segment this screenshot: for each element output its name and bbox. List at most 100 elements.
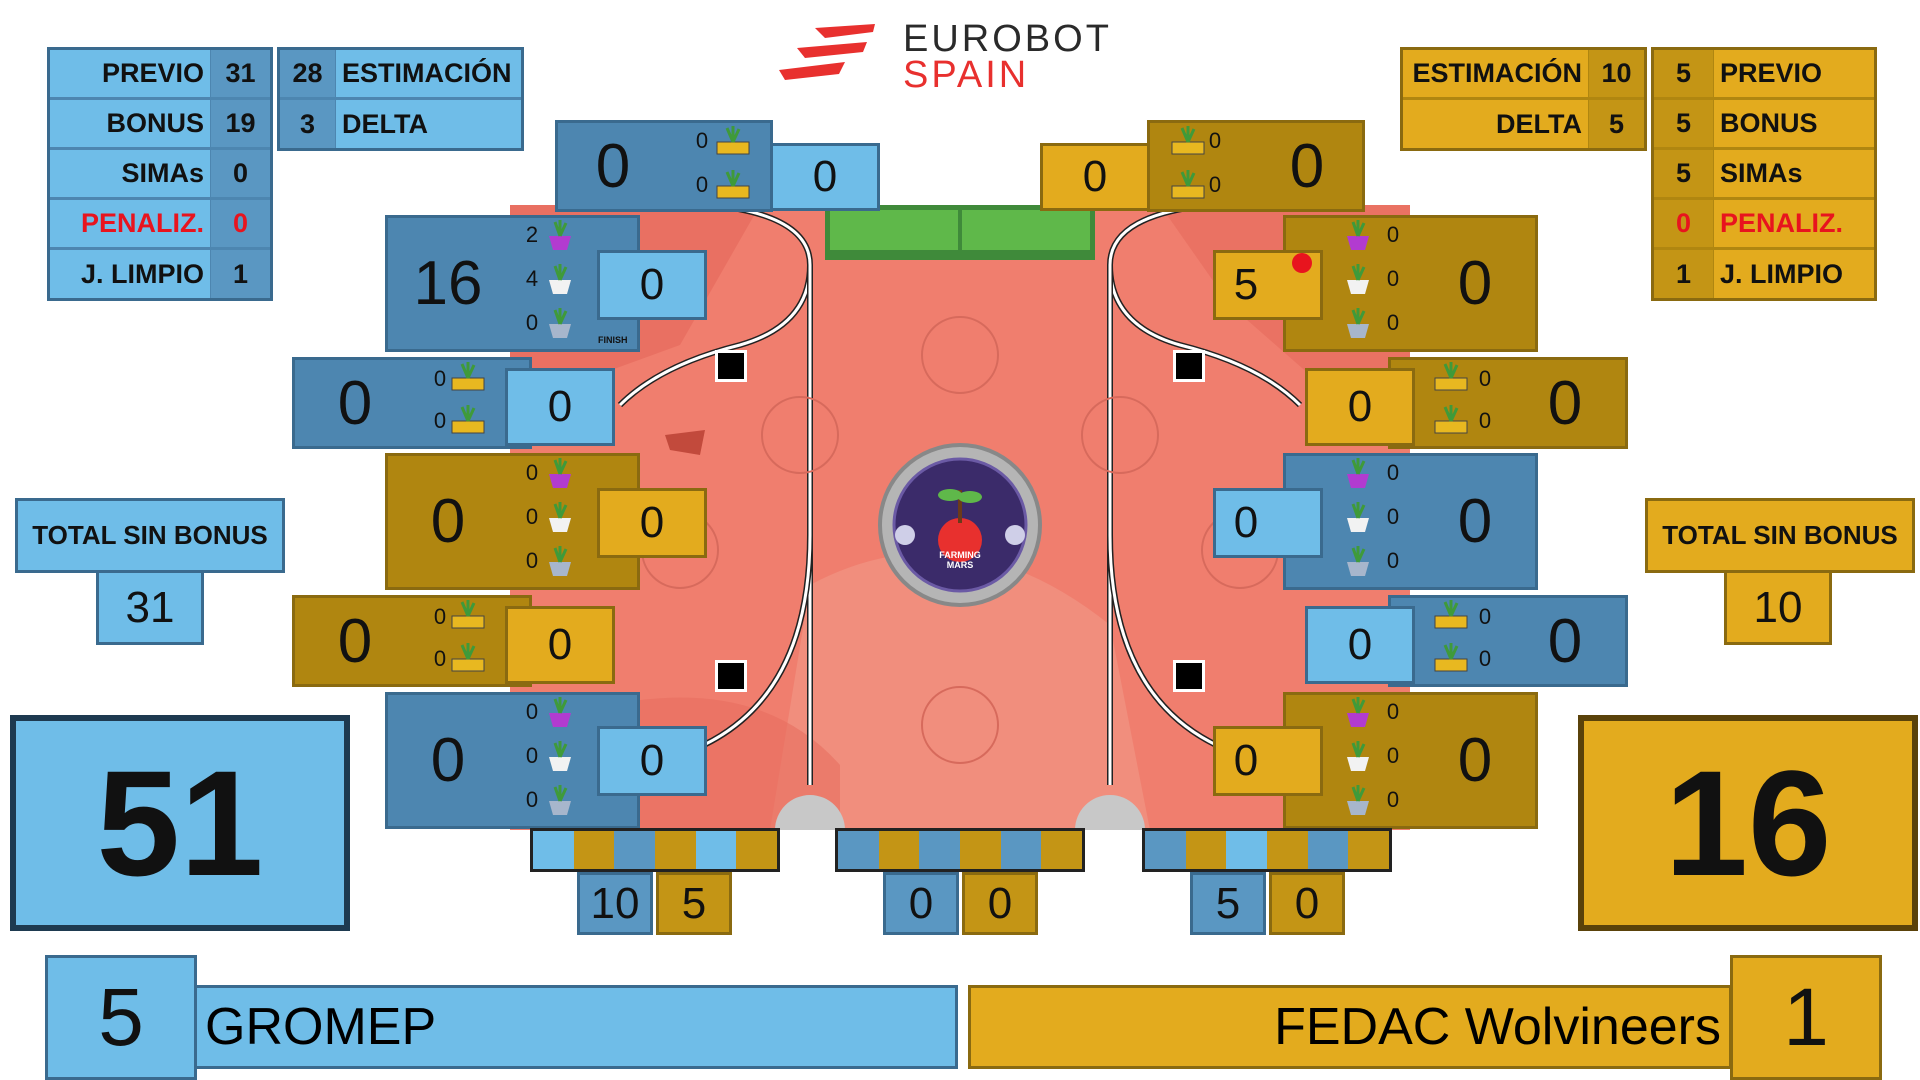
finish-flag-icon: FINISH (598, 335, 628, 345)
left-zone-2-count-1: 0 (433, 366, 447, 391)
right-zone-1-count-2: 0 (1386, 266, 1400, 291)
right-total-label: TOTAL SIN BONUS (1645, 498, 1915, 573)
left-zone-2-count-2: 0 (433, 408, 447, 433)
right-bonus-value: 5 (1654, 100, 1713, 147)
left-total-value: 31 (96, 570, 204, 645)
right-estim-value: 10 (1589, 50, 1644, 97)
right-zone-4-side-value: 0 (1347, 620, 1373, 669)
left-delta-label: DELTA (336, 100, 521, 148)
right-zone-2-side-value: 0 (1347, 382, 1373, 431)
solar-3-yellow: 0 (1269, 872, 1345, 935)
right-zone-5-count-3: 0 (1386, 787, 1400, 812)
right-bonus-label: BONUS (1714, 100, 1874, 147)
right-zone-3 (1283, 453, 1538, 590)
right-previo-label: PREVIO (1714, 50, 1874, 97)
right-zone-2-side (1305, 368, 1415, 446)
solar-strip-3 (1142, 828, 1392, 872)
right-delta-label: DELTA (1403, 100, 1588, 148)
left-team-rank: 5 (45, 955, 197, 1080)
right-penaliz-value: 0 (1654, 200, 1713, 247)
right-zone-1-count-3: 0 (1386, 310, 1400, 335)
eurobot-logo: EUROBOT SPAIN (775, 18, 1155, 96)
top-left-zone-count-b: 0 (695, 172, 709, 197)
logo-text-eurobot: EUROBOT (903, 18, 1112, 60)
solar-2-blue: 0 (883, 872, 959, 935)
right-zone-4-count-2: 0 (1478, 646, 1492, 671)
top-right-zone-side-value: 0 (1082, 152, 1108, 201)
left-zone-3-count-2: 0 (525, 504, 539, 529)
left-zone-2-side-value: 0 (547, 382, 573, 431)
aruco-marker-icon (715, 660, 747, 692)
right-delta-value: 5 (1589, 100, 1644, 148)
left-team-name: GROMEP (194, 985, 958, 1069)
left-zone-3-count-1: 0 (525, 460, 539, 485)
left-previo-value: 31 (211, 50, 270, 97)
left-zone-1-count-1: 2 (525, 222, 539, 247)
logo-swoosh-icon (779, 24, 875, 80)
right-zone-3-count-1: 0 (1386, 460, 1400, 485)
left-previo-label: PREVIO (50, 50, 210, 97)
right-score: 16 (1578, 715, 1918, 931)
solar-panel-icon (655, 831, 696, 869)
solar-1-blue: 10 (577, 872, 653, 935)
solar-3-blue: 5 (1190, 872, 1266, 935)
right-team-rank: 1 (1730, 955, 1882, 1080)
left-zone-2-side (505, 368, 615, 446)
left-zone-3-side (597, 488, 707, 558)
left-zone-1-side-value: 0 (639, 260, 665, 309)
left-simas-value: 0 (211, 150, 270, 197)
solar-panel-icon (1226, 831, 1268, 869)
right-jlimpio-value: 1 (1654, 250, 1713, 298)
logo-text-spain: SPAIN (903, 54, 1030, 96)
left-bonus-label: BONUS (50, 100, 210, 147)
left-zone-3-side-value: 0 (639, 498, 665, 547)
aruco-marker-icon (715, 350, 747, 382)
right-zone-5-main: 0 (1457, 725, 1493, 795)
right-team-name: FEDAC Wolvineers (968, 985, 1732, 1069)
left-zone-1-side (597, 250, 707, 320)
top-left-zone-main: 0 (595, 131, 631, 201)
right-zone-2-count-1: 0 (1478, 366, 1492, 391)
field-badge-title: FARMING MARS (939, 550, 981, 570)
left-zone-3-count-3: 0 (525, 548, 539, 573)
solar-strip-1 (530, 828, 780, 872)
right-zone-1-side-value: 5 (1233, 260, 1259, 309)
left-penaliz-value: 0 (211, 200, 270, 247)
right-zone-1-main: 0 (1457, 248, 1493, 318)
top-left-zone-side-value: 0 (812, 152, 838, 201)
top-right-zone-count-b: 0 (1208, 172, 1222, 197)
left-bonus-value: 19 (211, 100, 270, 147)
left-score: 51 (10, 715, 350, 931)
left-zone-5-count-1: 0 (525, 699, 539, 724)
left-estim-value: 28 (280, 50, 335, 97)
left-zone-5-count-3: 0 (525, 787, 539, 812)
left-zone-5-side (597, 726, 707, 796)
left-zone-5-main: 0 (430, 725, 466, 795)
left-zone-4-count-1: 0 (433, 604, 447, 629)
left-zone-2 (292, 357, 532, 449)
left-zone-5-side-value: 0 (639, 736, 665, 785)
right-zone-5 (1283, 692, 1538, 829)
left-zone-1-count-3: 0 (525, 310, 539, 335)
solar-1-yellow: 5 (656, 872, 732, 935)
top-right-zone-count-a: 0 (1208, 128, 1222, 153)
right-zone-3-side (1213, 488, 1323, 558)
solar-strip-2 (835, 828, 1085, 872)
left-zone-4-side-value: 0 (547, 620, 573, 669)
right-zone-2 (1388, 357, 1628, 449)
left-zone-5-count-2: 0 (525, 743, 539, 768)
left-jlimpio-value: 1 (211, 250, 270, 298)
right-zone-4-main: 0 (1547, 606, 1583, 676)
right-zone-3-side-value: 0 (1233, 498, 1259, 547)
top-left-zone-count-a: 0 (695, 128, 709, 153)
left-zone-1-count-2: 4 (525, 266, 539, 291)
right-zone-5-count-2: 0 (1386, 743, 1400, 768)
right-estim-label: ESTIMACIÓN (1403, 50, 1588, 97)
right-simas-value: 5 (1654, 150, 1713, 197)
right-previo-value: 5 (1654, 50, 1713, 97)
aruco-marker-icon (1173, 660, 1205, 692)
right-penaliz-label: PENALIZ. (1714, 200, 1874, 247)
right-jlimpio-label: J. LIMPIO (1714, 250, 1874, 298)
left-jlimpio-label: J. LIMPIO (50, 250, 210, 298)
solar-panel-icon (695, 831, 737, 869)
